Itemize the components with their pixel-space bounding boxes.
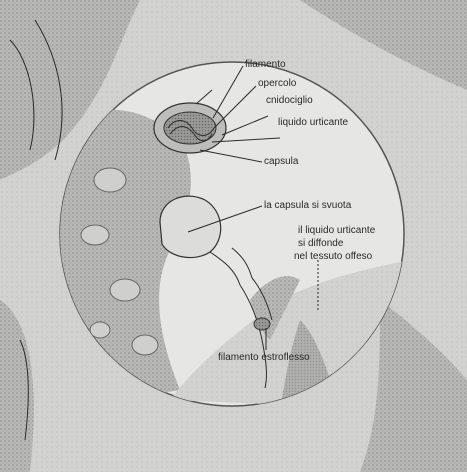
label-filamento-estroflesso: filamento estroflesso bbox=[218, 352, 310, 363]
label-capsula-si-svuota: la capsula si svuota bbox=[264, 200, 352, 211]
label-liquido-diffonde-line1: il liquido urticante bbox=[298, 225, 376, 236]
label-filamento: filamento bbox=[245, 59, 286, 70]
label-opercolo: opercolo bbox=[258, 78, 297, 89]
label-liquido-diffonde-line3: nel tessuto offeso bbox=[294, 251, 373, 262]
label-capsula: capsula bbox=[264, 156, 299, 167]
label-cnidociglio: cnidociglio bbox=[266, 95, 313, 106]
label-liquido-urticante: liquido urticante bbox=[278, 117, 348, 128]
label-liquido-diffonde-line2: si diffonde bbox=[298, 238, 344, 249]
